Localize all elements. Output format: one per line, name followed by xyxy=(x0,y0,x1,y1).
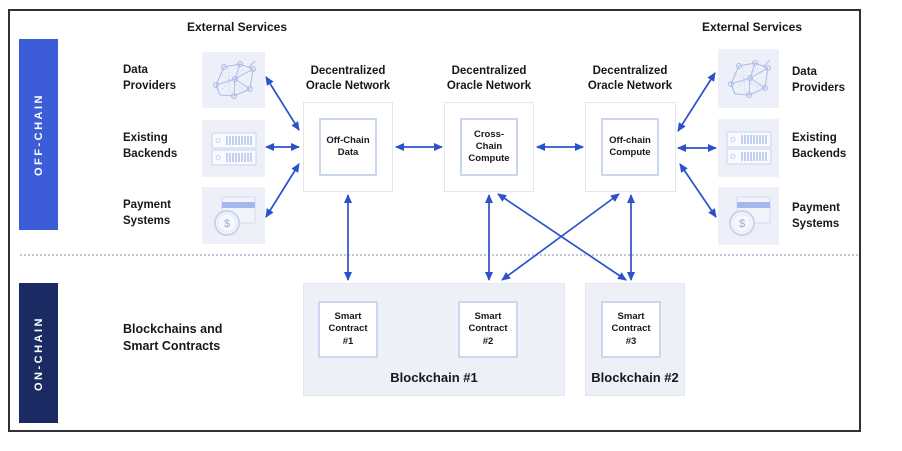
svg-text:$: $ xyxy=(223,218,229,230)
smart-contract-2: Smart Contract #2 xyxy=(458,301,518,358)
onchain-zone-label: ON-CHAIN xyxy=(32,315,45,391)
blockchains-caption: Blockchains and Smart Contracts xyxy=(123,322,223,353)
label-payment-systems-right: Payment Systems xyxy=(792,202,840,230)
don1-title: Decentralized Oracle Network xyxy=(305,65,391,92)
network-icon xyxy=(727,59,771,98)
don2-title: Decentralized Oracle Network xyxy=(446,65,532,92)
don2-node-crosschain-compute: Cross-Chain Compute xyxy=(460,118,518,176)
tile-data-providers-left xyxy=(202,52,265,108)
label-data-providers-right: Data Providers xyxy=(792,66,846,94)
label-existing-backends-right: Existing Backends xyxy=(792,132,847,160)
smart-contract-3: Smart Contract #3 xyxy=(601,301,661,358)
tile-data-providers-right xyxy=(718,49,779,108)
tile-payment-systems-right: $ xyxy=(718,187,779,245)
don3-node-offchain-compute: Off-chain Compute xyxy=(601,118,659,176)
blockchain1-label: Blockchain #1 xyxy=(390,370,478,385)
chain-boundary-divider xyxy=(20,254,858,256)
smart-contract-1: Smart Contract #1 xyxy=(318,301,378,358)
tile-existing-backends-right xyxy=(718,119,779,177)
blockchain2-label: Blockchain #2 xyxy=(591,370,679,385)
onchain-zone-ribbon: ON-CHAIN xyxy=(19,283,58,423)
payment-icon: $ xyxy=(213,196,255,236)
don3-title: Decentralized Oracle Network xyxy=(587,65,673,92)
server-icon xyxy=(726,131,771,165)
tile-payment-systems-left: $ xyxy=(202,187,265,244)
tile-existing-backends-left xyxy=(202,120,265,177)
don1-node-offchain-data: Off-Chain Data xyxy=(319,118,377,176)
label-payment-systems-left: Payment Systems xyxy=(123,199,171,227)
label-data-providers-left: Data Providers xyxy=(123,64,177,92)
server-icon xyxy=(211,132,256,165)
label-existing-backends-left: Existing Backends xyxy=(123,132,178,160)
offchain-zone-ribbon: OFF-CHAIN xyxy=(19,39,58,230)
svg-text:$: $ xyxy=(738,218,744,230)
offchain-zone-label: OFF-CHAIN xyxy=(32,93,45,176)
network-icon xyxy=(212,60,256,99)
payment-icon: $ xyxy=(728,196,770,236)
external-services-title-left: External Services xyxy=(186,20,288,34)
external-services-title-right: External Services xyxy=(701,20,803,34)
